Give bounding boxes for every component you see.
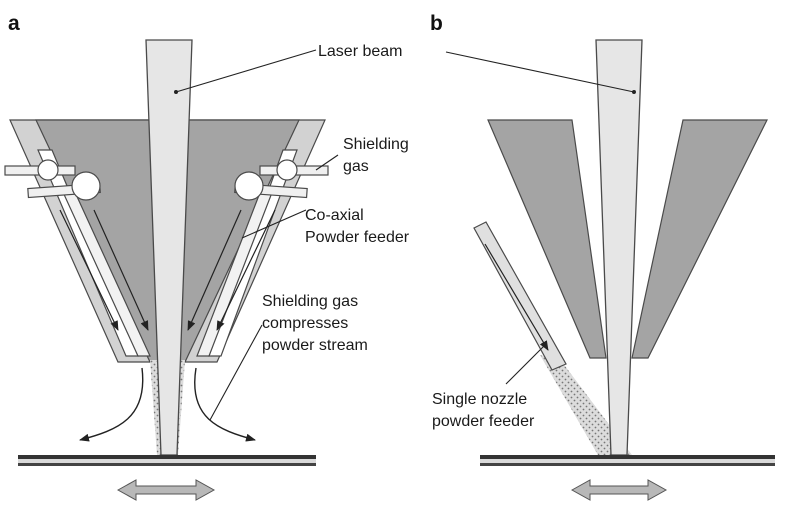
compresses-label-2: compresses	[262, 315, 348, 332]
nozzle-body-b	[487, 119, 768, 359]
coaxial-nozzle-left	[9, 119, 163, 363]
compresses-label-3: powder stream	[262, 337, 368, 354]
compresses-label-1: Shielding gas	[262, 293, 358, 310]
laser-beam-icon-b	[595, 39, 643, 456]
leader-lines-a	[175, 49, 339, 421]
panel-b: b Single nozzle powder feeder	[430, 12, 775, 501]
leader-lines-b	[445, 51, 635, 385]
laser-beam-label: Laser beam	[318, 43, 403, 60]
panel-b-letter: b	[430, 12, 443, 35]
panel-a-letter: a	[8, 12, 20, 35]
panel-a: a	[4, 12, 410, 501]
shielding-gas-label-1: Shielding	[343, 136, 409, 153]
substrate-b	[480, 455, 775, 466]
coaxial-label-1: Co-axial	[305, 207, 364, 224]
motion-arrow-icon	[116, 479, 216, 501]
coaxial-nozzle-right	[172, 119, 326, 363]
single-nozzle-label-2: powder feeder	[432, 413, 535, 430]
single-nozzle-feeder	[473, 221, 567, 371]
feeder-flow-arrow	[484, 243, 549, 351]
substrate-a	[18, 455, 316, 466]
single-nozzle-label-1: Single nozzle	[432, 391, 527, 408]
motion-arrow-icon-b	[570, 479, 668, 501]
powder-spray	[540, 355, 632, 455]
shielding-gas-label-2: gas	[343, 158, 369, 175]
coaxial-label-2: Powder feeder	[305, 229, 410, 246]
gas-escape-arrows	[79, 367, 256, 442]
powder-flow-arrows	[59, 209, 276, 331]
gas-inlet-icon	[4, 159, 329, 201]
